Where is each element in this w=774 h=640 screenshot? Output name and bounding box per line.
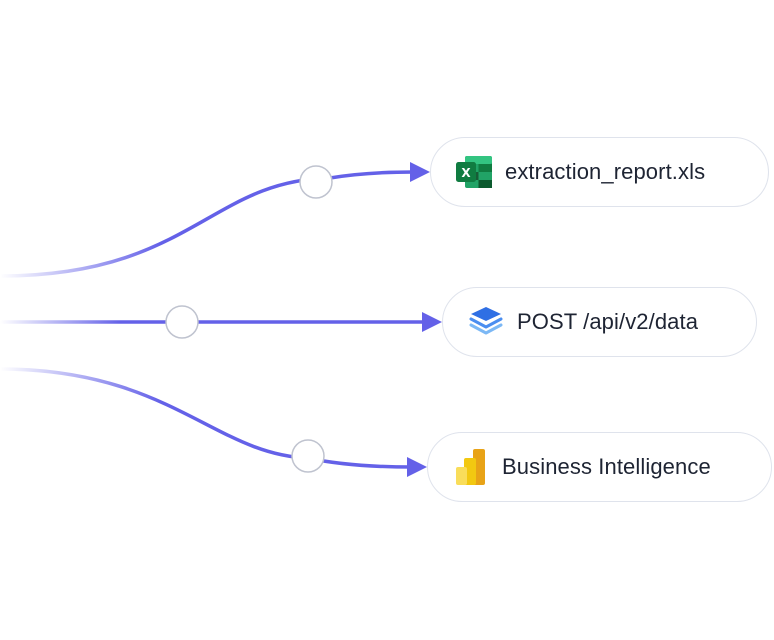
destination-label: POST /api/v2/data	[517, 309, 699, 334]
destination-node-power-bi[interactable]: Business Intelligence	[427, 432, 772, 502]
power-bi-icon	[452, 448, 490, 486]
excel-icon: X	[455, 153, 493, 191]
connector-handle-middle[interactable]	[165, 305, 199, 339]
svg-text:X: X	[461, 166, 471, 180]
flow-line-bottom	[0, 367, 414, 469]
destination-label: extraction_report.xls	[505, 159, 706, 184]
destination-node-api[interactable]: POST /api/v2/data	[442, 287, 757, 357]
connector-handle-bottom[interactable]	[291, 439, 325, 473]
connector-handle-top[interactable]	[299, 165, 333, 199]
destination-node-excel[interactable]: X extraction_report.xls	[430, 137, 769, 207]
arrowhead-bottom	[407, 457, 427, 477]
layers-icon	[467, 303, 505, 341]
arrowhead-middle	[422, 312, 442, 332]
flow-line-top	[0, 170, 416, 278]
destination-label: Business Intelligence	[502, 454, 711, 479]
arrowhead-top	[410, 162, 430, 182]
